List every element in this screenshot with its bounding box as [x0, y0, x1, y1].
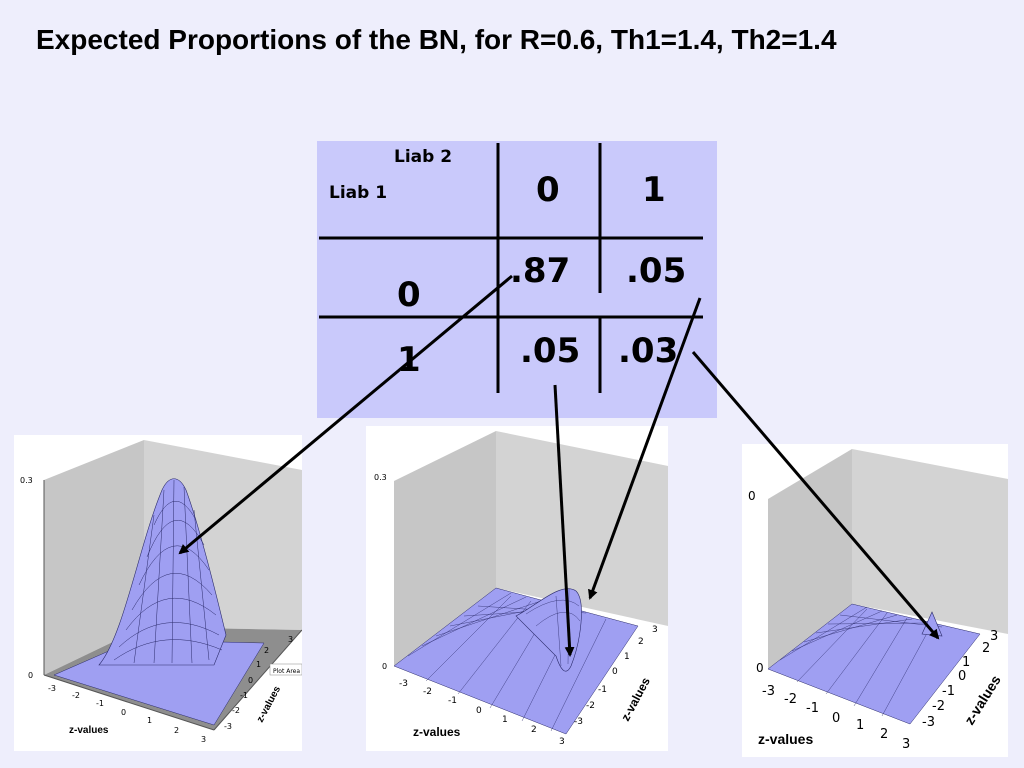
surface-plot-3: 0 0 -3 -2 -1 0 1 2 3 -3 -2 -1 0 1 2 3 z-…: [742, 444, 1008, 757]
y-axis-title: z-values: [255, 684, 283, 724]
x-tick: 3: [201, 735, 206, 744]
y-tick: 1: [624, 652, 630, 662]
left-wall: [44, 440, 144, 675]
surface-plot-3-svg: 0 0 -3 -2 -1 0 1 2 3 -3 -2 -1 0 1 2 3 z-…: [748, 449, 1008, 752]
y-tick: -2: [932, 699, 945, 714]
y-tick: 3: [990, 629, 998, 644]
x-tick: 2: [531, 725, 537, 735]
surface-plot-1: 0.3 0 -3 -2 -1 0 1 2 3 -3 -2 -1 0 1 2 3 …: [14, 435, 302, 751]
x-tick: -3: [48, 684, 56, 693]
x-tick: -2: [72, 691, 80, 700]
y-tick: 2: [264, 646, 269, 655]
x-tick: 2: [880, 727, 888, 742]
x-axis-title: z-values: [69, 725, 109, 736]
z-min-label: 0: [756, 661, 764, 675]
slide-title: Expected Proportions of the BN, for R=0.…: [36, 24, 837, 55]
x-tick: 1: [856, 718, 864, 733]
surface-plot-2: 0.3 0 -3 -2 -1 0 1 2 3 -3 -2 -1 0 1 2 3 …: [366, 426, 668, 751]
y-tick: -3: [224, 722, 232, 731]
y-tick: 0: [248, 676, 253, 685]
x-axis-title: z-values: [413, 725, 461, 739]
y-tick: -3: [574, 717, 583, 727]
x-tick: -1: [806, 701, 819, 716]
y-tick: 1: [256, 660, 261, 669]
y-tick: 1: [962, 655, 970, 670]
row-header-label: Liab 1: [329, 183, 388, 203]
col-header-label: Liab 2: [394, 147, 453, 167]
y-axis-title: z-values: [961, 672, 1004, 728]
surface-plot-1-svg: 0.3 0 -3 -2 -1 0 1 2 3 -3 -2 -1 0 1 2 3 …: [20, 440, 302, 744]
x-tick: -1: [448, 696, 457, 706]
z-min-label: 0: [28, 671, 33, 680]
x-tick: 2: [174, 726, 179, 735]
contingency-table: Liab 2 Liab 1 0 1 0 1 .87 .05 .05 .03: [317, 141, 717, 418]
row-label-1: 1: [397, 340, 421, 380]
y-tick: -1: [240, 691, 248, 700]
y-axis-title: z-values: [618, 675, 653, 724]
x-tick: -3: [399, 679, 408, 689]
y-tick: 3: [652, 625, 658, 635]
x-tick: 1: [502, 715, 508, 725]
y-tick: -2: [586, 701, 595, 711]
col-label-1: 1: [642, 170, 666, 210]
y-tick: -1: [598, 685, 607, 695]
x-axis-title: z-values: [758, 731, 813, 747]
x-tick: -2: [423, 687, 432, 697]
row-label-0: 0: [397, 275, 421, 315]
y-tick: 2: [638, 637, 644, 647]
y-tick: 0: [958, 669, 966, 684]
cell-0-1: .05: [626, 251, 687, 291]
x-tick: 0: [476, 706, 482, 716]
back-wall: [852, 449, 1008, 634]
x-tick: 0: [832, 711, 840, 726]
tooltip-box: [269, 663, 302, 676]
x-tick: 1: [147, 716, 152, 725]
x-tick: 3: [559, 737, 565, 747]
cell-1-1: .03: [618, 331, 679, 371]
y-tick: 0: [612, 667, 618, 677]
x-tick: -1: [96, 699, 104, 708]
y-tick: -3: [922, 715, 935, 730]
z-max-label: 0: [748, 489, 756, 503]
col-label-0: 0: [536, 170, 560, 210]
y-tick: 3: [288, 635, 293, 644]
x-tick: 3: [902, 737, 910, 752]
cell-0-0: .87: [510, 251, 571, 291]
z-min-label: 0: [382, 662, 387, 671]
surface-plot-2-svg: 0.3 0 -3 -2 -1 0 1 2 3 -3 -2 -1 0 1 2 3 …: [374, 431, 668, 747]
x-tick: 0: [121, 708, 126, 717]
z-max-label: 0.3: [374, 473, 387, 482]
y-tick: 2: [982, 641, 990, 656]
y-tick: -1: [942, 684, 955, 699]
x-tick: -2: [784, 692, 797, 707]
cell-1-0: .05: [520, 331, 581, 371]
x-tick: -3: [762, 684, 775, 699]
z-max-label: 0.3: [20, 476, 33, 485]
y-tick: -2: [232, 706, 240, 715]
tooltip-text: Plot Area: [273, 668, 300, 675]
